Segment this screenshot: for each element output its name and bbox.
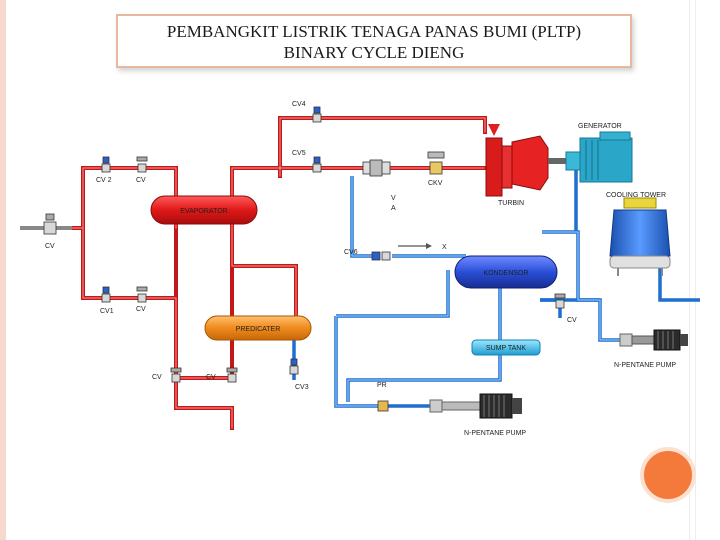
n-pentane-pump-right: N-PENTANE PUMP xyxy=(614,329,688,369)
vent-arrow-icon xyxy=(426,243,432,249)
kondensor-label: KONDENSOR xyxy=(483,270,528,277)
valve-ckv[interactable] xyxy=(427,151,445,175)
valve-cv4[interactable] xyxy=(312,106,322,123)
evaporator: EVAPORATOR xyxy=(150,195,258,225)
right-decor-line xyxy=(695,0,696,540)
valve-cv5[interactable] xyxy=(312,156,322,173)
valve-cv6[interactable] xyxy=(371,251,391,261)
valves xyxy=(43,106,566,412)
turbin: TURBIN xyxy=(485,124,566,207)
predicater-label: PREDICATER xyxy=(236,326,281,333)
cv2-label: CV 2 xyxy=(96,177,112,184)
turbin-label: TURBIN xyxy=(498,200,524,207)
turbine-shaft xyxy=(548,158,566,164)
valve-cv-top[interactable] xyxy=(136,156,148,173)
valve-cv-left[interactable] xyxy=(43,213,57,235)
sump-tank: SUMP TANK xyxy=(471,339,541,356)
cv5-label: CV5 xyxy=(292,150,306,157)
n-pentane-pump-bottom-label: N-PENTANE PUMP xyxy=(464,430,526,437)
cv-top-label: CV xyxy=(136,177,146,184)
title-line-2: BINARY CYCLE DIENG xyxy=(283,43,465,62)
cooling-tower: COOLING TOWER xyxy=(606,192,671,276)
valve-pr[interactable] xyxy=(377,400,389,412)
generator-label: GENERATOR xyxy=(578,123,622,130)
hot-pipe-cv5 xyxy=(230,166,365,198)
decor-circle xyxy=(640,447,696,503)
evaporator-label: EVAPORATOR xyxy=(180,208,227,215)
turbine-inlet-icon xyxy=(488,124,500,136)
cv-mid-label: CV xyxy=(136,306,146,313)
predicater: PREDICATER xyxy=(204,315,312,341)
cv1-label: CV1 xyxy=(100,308,114,315)
cooling-tower-label: COOLING TOWER xyxy=(606,192,666,199)
cv3-label: CV3 xyxy=(295,384,309,391)
right-decor-line xyxy=(689,0,690,540)
valve-cv-mid[interactable] xyxy=(136,286,148,303)
pr-label: PR xyxy=(377,382,387,389)
vx-label: X xyxy=(442,244,447,251)
cold-pipe-pred-kond xyxy=(336,270,450,318)
valve-cv1[interactable] xyxy=(101,286,111,303)
valve-cv3[interactable] xyxy=(289,358,299,375)
valve-cv-bottom2[interactable] xyxy=(226,367,238,383)
cv6-label: CV6 xyxy=(344,249,358,256)
valve-cv2[interactable] xyxy=(101,156,111,173)
kondensor: KONDENSOR xyxy=(454,255,558,289)
valve-labels: CV4 CV5 CV 2 CV CV CV1 CV CKV CV6 CV3 CV… xyxy=(45,101,577,391)
hot-pipe-evap-pred xyxy=(230,222,298,318)
valve-top-mid[interactable] xyxy=(362,159,391,177)
cv4-label: CV4 xyxy=(292,101,306,108)
valve-cv-bottom1[interactable] xyxy=(170,367,182,383)
n-pentane-pump-bottom: N-PENTANE PUMP xyxy=(429,393,526,437)
title-line-1: PEMBANGKIT LISTRIK TENAGA PANAS BUMI (PL… xyxy=(166,22,582,41)
n-pentane-pump-right-label: N-PENTANE PUMP xyxy=(614,362,676,369)
cv-bottom1-label: CV xyxy=(152,374,162,381)
hot-pipe-left-mid xyxy=(81,226,178,330)
sump-tank-label: SUMP TANK xyxy=(486,345,526,352)
left-border xyxy=(0,0,6,540)
cold-pipe-ct-return xyxy=(658,266,700,302)
cold-pipe-to-pr xyxy=(334,316,380,408)
cv-bottom2-label: CV xyxy=(206,374,216,381)
cv-left-label: CV xyxy=(45,243,55,250)
generator: GENERATOR xyxy=(565,123,633,183)
valve-cv-cond[interactable] xyxy=(554,293,566,309)
title-box: PEMBANGKIT LISTRIK TENAGA PANAS BUMI (PL… xyxy=(116,14,632,68)
cv-cond-label: CV xyxy=(567,317,577,324)
cold-pipe-cooling xyxy=(542,230,620,342)
cold-pipe-cv6 xyxy=(350,176,374,258)
ckv-label: CKV xyxy=(428,180,443,187)
